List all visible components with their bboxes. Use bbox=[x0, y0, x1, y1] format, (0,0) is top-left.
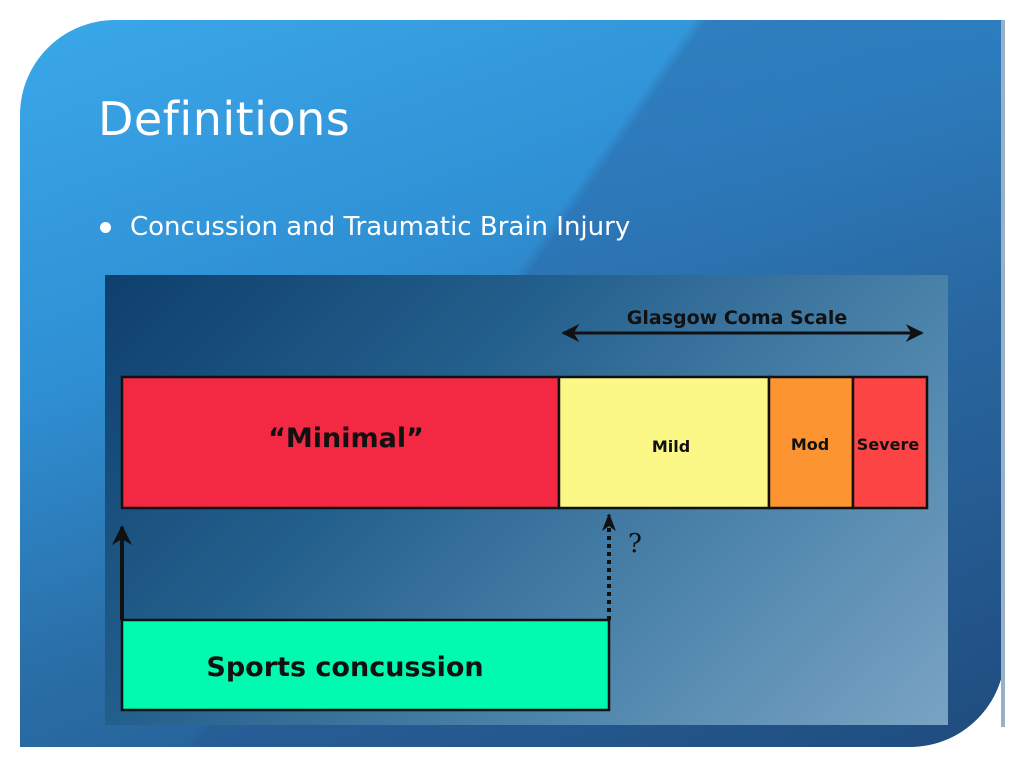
segment-minimal-label: “Minimal” bbox=[268, 423, 424, 454]
tbi-spectrum-diagram: Glasgow Coma Scale “Minimal” Mild Mod Se… bbox=[105, 275, 948, 725]
segment-mod-label: Mod bbox=[791, 435, 829, 454]
sports-concussion-label: Sports concussion bbox=[206, 652, 483, 683]
segment-minimal bbox=[120, 375, 561, 510]
slide-edge-strip bbox=[1001, 20, 1005, 727]
glasgow-scale-label: Glasgow Coma Scale bbox=[627, 307, 847, 329]
bullet-text: Concussion and Traumatic Brain Injury bbox=[130, 212, 631, 242]
dotted-arrow-head-icon bbox=[602, 513, 616, 531]
segment-severe-label: Severe bbox=[857, 435, 920, 454]
segment-mild-label: Mild bbox=[652, 437, 690, 456]
bullet-item: Concussion and Traumatic Brain Injury bbox=[100, 212, 630, 242]
segment-mild bbox=[557, 375, 771, 510]
severity-bar: “Minimal” Mild Mod Severe bbox=[120, 375, 929, 510]
segment-mod bbox=[767, 375, 855, 510]
sports-concussion-box bbox=[120, 618, 611, 712]
bullet-dot-icon bbox=[100, 221, 111, 233]
diagram-canvas: Glasgow Coma Scale “Minimal” Mild Mod Se… bbox=[112, 307, 929, 712]
slide-title: Definitions bbox=[98, 92, 351, 146]
segment-severe bbox=[851, 375, 929, 510]
question-mark: ? bbox=[628, 529, 642, 559]
